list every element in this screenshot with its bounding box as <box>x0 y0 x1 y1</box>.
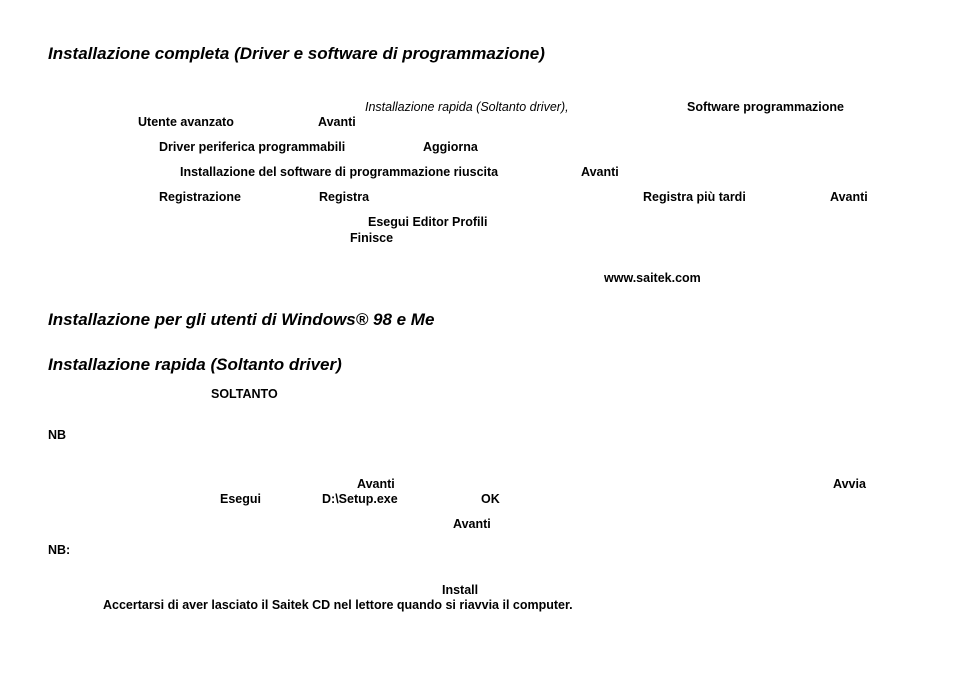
finish-label: Finisce <box>350 231 394 245</box>
registration-label: Registrazione <box>159 190 241 204</box>
next-label-4: Avanti <box>357 477 395 491</box>
next-label-3: Avanti <box>830 190 868 204</box>
advanced-user-label: Utente avanzato <box>138 115 234 129</box>
start-label: Avvia <box>833 477 866 491</box>
next-label-5: Avanti <box>453 517 491 531</box>
website-label: www.saitek.com <box>604 271 701 285</box>
programming-software-label: Software programmazione <box>687 100 844 114</box>
install-label: Install <box>442 583 479 597</box>
setup-path-label: D:\Setup.exe <box>322 492 398 506</box>
update-label: Aggiorna <box>423 140 478 154</box>
run-profile-editor-label: Esegui Editor Profili <box>368 215 488 229</box>
ok-label: OK <box>481 492 500 506</box>
register-later-label: Registra più tardi <box>643 190 746 204</box>
programmable-device-driver-label: Driver periferica programmabili <box>159 140 346 154</box>
cd-reminder-note: Accertarsi di aver lasciato il Saitek CD… <box>103 598 573 612</box>
win98-install-heading: Installazione per gli utenti di Windows®… <box>48 310 435 329</box>
register-label: Registra <box>319 190 370 204</box>
nb-label-1: NB <box>48 428 67 442</box>
next-label-1: Avanti <box>318 115 356 129</box>
quick-install-heading: Installazione rapida (Soltanto driver) <box>48 355 342 374</box>
nb-label-2: NB: <box>48 543 71 557</box>
next-label-2: Avanti <box>581 165 619 179</box>
run-label: Esegui <box>220 492 261 506</box>
only-label: SOLTANTO <box>211 387 278 401</box>
full-install-heading: Installazione completa (Driver e softwar… <box>48 44 545 63</box>
software-install-success-label: Installazione del software di programmaz… <box>180 165 499 179</box>
quick-install-reference: Installazione rapida (Soltanto driver), <box>365 100 569 114</box>
